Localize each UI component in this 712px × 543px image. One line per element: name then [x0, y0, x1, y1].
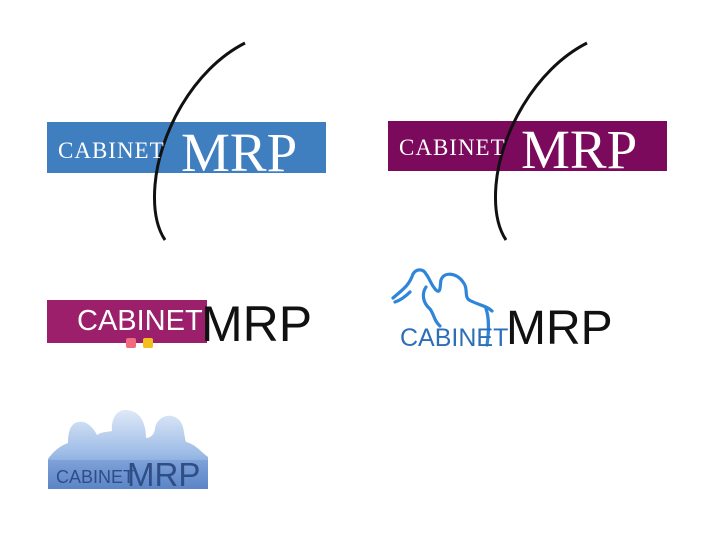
logo-bar — [47, 122, 326, 173]
logo-arc — [153, 41, 246, 241]
logo-silhouette-group — [48, 409, 208, 489]
logo-purple-serif: CABINET MRP — [388, 40, 673, 241]
logo-mrp-text: MRP — [506, 302, 613, 355]
logo-blue-silhouette-people: CABINET MRP — [47, 405, 210, 495]
logo-blue-outline-people-graphic: CABINET MRP — [391, 268, 613, 355]
logo-purple-block: CABINET MRP — [47, 296, 317, 356]
logo-blue-serif: CABINET MRP — [47, 40, 332, 241]
logo-purple-serif-graphic: CABINET MRP — [388, 41, 667, 241]
logo-bar — [388, 121, 667, 171]
logo-cabinet-text: CABINET — [56, 467, 134, 487]
logo-mrp-text: MRP — [181, 122, 297, 183]
logo-blue-outline-people: CABINET MRP — [389, 263, 613, 355]
logo-cabinet-text: CABINET — [399, 135, 506, 160]
logo-silhouette-base — [48, 460, 208, 489]
logo-purple-block-graphic: CABINET MRP — [47, 296, 312, 352]
logo-people-outline — [391, 268, 494, 328]
logo-dot-yellow — [143, 338, 153, 348]
logo-cabinet-text: CABINET — [77, 305, 203, 337]
logo-cabinet-text: CABINET — [400, 324, 508, 352]
logo-arc — [494, 41, 588, 241]
logo-dot-pink — [126, 338, 136, 348]
logo-mrp-text: MRP — [201, 296, 312, 352]
logo-bar — [47, 300, 207, 343]
logo-blue-silhouette-people-graphic: CABINET MRP — [48, 409, 208, 493]
logo-people-bridge — [484, 307, 490, 347]
logo-mrp-text: MRP — [521, 119, 637, 180]
logo-mrp-text: MRP — [127, 456, 200, 493]
logo-cabinet-text: CABINET — [58, 138, 165, 163]
logo-blue-serif-graphic: CABINET MRP — [47, 41, 326, 241]
